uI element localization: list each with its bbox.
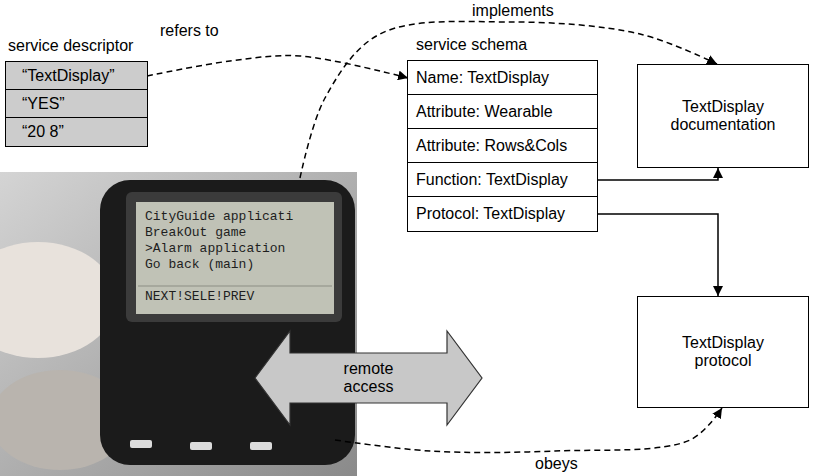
descriptor-row: “TextDisplay”: [6, 62, 147, 90]
edge-label: obeys: [533, 455, 580, 473]
descriptor-table: service descriptor“TextDisplay”“YES”“20 …: [5, 61, 148, 147]
table-heading: service schema: [414, 36, 529, 54]
screen-bezel: [126, 192, 342, 322]
connector: [335, 408, 722, 452]
protocol-box: TextDisplay protocol: [637, 296, 809, 408]
row-text: Attribute: Wearable: [416, 103, 553, 121]
schema-row: Protocol: TextDisplay: [408, 197, 597, 231]
box-label: TextDisplay protocol: [661, 334, 786, 370]
row-text: Attribute: Rows&Cols: [416, 137, 567, 155]
schema-table: service schemaName: TextDisplayAttribute…: [407, 60, 598, 232]
screen-text: >Alarm application: [145, 241, 285, 257]
schema-row: Name: TextDisplay: [408, 61, 597, 95]
row-text: “20 8”: [22, 123, 64, 141]
row-text: “TextDisplay”: [22, 67, 114, 85]
edge-label: implements: [470, 2, 556, 20]
row-text: Protocol: TextDisplay: [416, 205, 565, 223]
device-body: [100, 180, 355, 465]
schema-row: Function: TextDisplay: [408, 163, 597, 197]
screen-text: BreakOut game: [145, 225, 246, 241]
descriptor-row: “20 8”: [6, 118, 147, 146]
device-button: [250, 442, 272, 450]
documentation-box: TextDisplay documentation: [637, 64, 809, 168]
device-button: [130, 440, 152, 448]
schema-row: Attribute: Rows&Cols: [408, 129, 597, 163]
connector: [147, 56, 408, 78]
edge-label: refers to: [158, 22, 221, 40]
screen-text: CityGuide applicati: [145, 209, 293, 225]
screen-text: Go back (main): [145, 257, 254, 273]
screen-text: NEXT!SELE!PREV: [145, 289, 254, 305]
device-screen: CityGuide applicatiBreakOut game>Alarm a…: [100, 178, 350, 440]
block-arrow: [255, 331, 482, 425]
row-text: Function: TextDisplay: [416, 171, 568, 189]
thumb: [0, 242, 116, 358]
screen: [136, 202, 334, 314]
edge-label: remote access: [334, 360, 404, 396]
box-label: TextDisplay documentation: [661, 98, 786, 134]
connector: [597, 168, 718, 180]
row-text: Name: TextDisplay: [416, 69, 549, 87]
descriptor-row: “YES”: [6, 90, 147, 118]
table-heading: service descriptor: [6, 37, 135, 55]
connector: [597, 214, 718, 296]
row-text: “YES”: [22, 95, 65, 113]
device-button: [190, 442, 212, 450]
screen-divider: [138, 286, 332, 287]
schema-row: Attribute: Wearable: [408, 95, 597, 129]
